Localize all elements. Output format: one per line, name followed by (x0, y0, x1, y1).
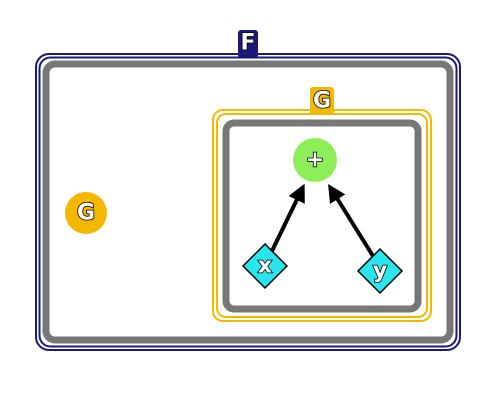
input-y-node[interactable]: y (356, 247, 404, 295)
add-node-label: + (306, 148, 324, 173)
add-node[interactable]: + (293, 138, 337, 182)
inner-frame-label-tab[interactable]: G (310, 87, 334, 115)
input-y-label: y (373, 259, 387, 284)
outer-frame-label: F (240, 31, 255, 56)
outer-frame-label-tab[interactable]: F (238, 30, 258, 58)
input-x-node[interactable]: x (241, 242, 289, 290)
input-x-label: x (258, 254, 272, 279)
edge-y-to-add (328, 183, 375, 258)
edge-x-to-add (269, 183, 305, 254)
standalone-g-node[interactable]: G (65, 192, 107, 234)
standalone-g-node-label: G (77, 201, 95, 226)
inner-frame-label: G (313, 89, 331, 114)
